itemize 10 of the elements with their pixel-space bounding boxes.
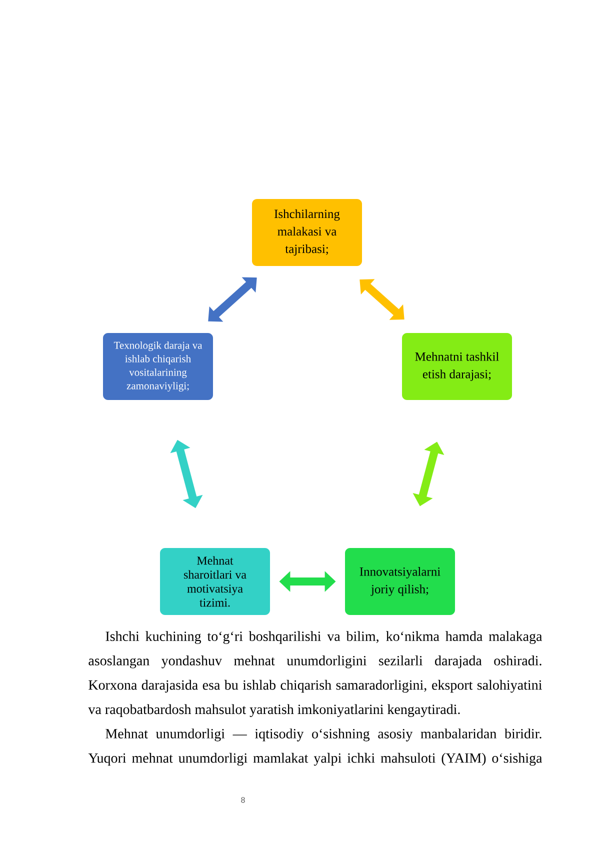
rounded-box: Innovatsiyalarni joriy qilish; — [345, 548, 455, 615]
rounded-box: Mehnatni tashkil etish darajasi; — [402, 333, 512, 400]
rounded-box: Ishchilarning malakasi va tajribasi; — [252, 199, 362, 266]
double-arrow — [360, 279, 404, 320]
page-number: 8 — [241, 797, 245, 803]
rounded-box: Texnologik daraja va ishlab chiqarish vositalarining zamonaviyligi; — [103, 333, 213, 400]
double-arrow — [208, 277, 257, 322]
rounded-box: Mehnat sharoitlari va motivatsiya tizimi. — [160, 548, 270, 615]
paragraph: Mehnat unumdorligi — iqtisodiy o‘sishning asosiy manbalaridan biridir. Yuqori mehnat unumdorligi mamlakat yalpi ichki mahsuloti (YAIM) o‘sishiga — [88, 728, 542, 766]
paragraph: Ishchi kuchining to‘g‘ri boshqarilishi va bilim, ko‘nikma hamda malakaga asoslangan yondashuv mehnat unumdorligini sezilarli darajada oshiradi. Korxona darajasida esa bu ishlab chiqarish samaradorligini, eksport salohiyatini va raqobatbardosh mahsulot yaratish imkoniyatlarini kengaytiradi. — [88, 631, 542, 717]
